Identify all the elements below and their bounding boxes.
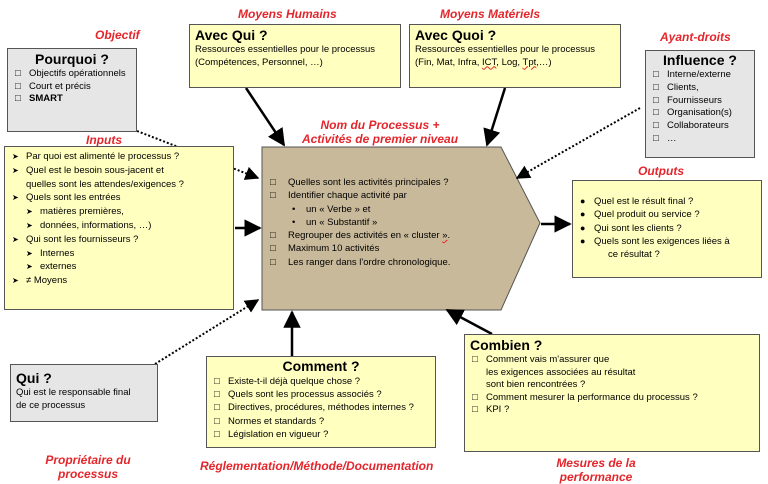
influence-item: Collaborateurs xyxy=(651,120,749,133)
combien-item: Comment mesurer la performance du proces… xyxy=(470,392,754,405)
comment-item: Quels sont les processus associés ? xyxy=(212,388,430,401)
avec-quoi-box: Avec Quoi ? Ressources essentielles pour… xyxy=(409,24,621,88)
label-moyens-humains: Moyens Humains xyxy=(238,7,337,21)
influence-item: … xyxy=(651,133,749,146)
process-item: Les ranger dans l'ordre chronologique. xyxy=(266,256,506,270)
process-item: Maximum 10 activités xyxy=(266,242,506,256)
label-moyens-materiels: Moyens Matériels xyxy=(440,7,541,21)
inputs-item: Quels sont les entrées xyxy=(10,191,228,205)
qui-line: de ce processus xyxy=(16,399,86,411)
label-inputs: Inputs xyxy=(86,133,122,147)
comment-item: Directives, procédures, méthodes interne… xyxy=(212,401,430,414)
label-mesures: Mesures de la performance xyxy=(556,456,636,484)
comment-box: Comment ? Existe-t-il déjà quelque chose… xyxy=(206,356,436,448)
inputs-subitem: Internes xyxy=(10,247,228,261)
inputs-subitem: matières premières, xyxy=(10,205,228,219)
process-activities: Quelles sont les activités principales ?… xyxy=(266,176,506,269)
outputs-box: Quel est le résult final ? Quel produit … xyxy=(572,180,762,278)
pourquoi-item: Court et précis xyxy=(13,81,131,94)
influence-item: Clients, xyxy=(651,82,749,95)
qui-line: Qui est le responsable final xyxy=(16,387,131,398)
influence-item: Organisation(s) xyxy=(651,107,749,120)
inputs-item: Quel est le besoin sous-jacent et xyxy=(10,164,228,178)
avec-qui-line: (Compétences, Personnel, …) xyxy=(195,56,323,68)
label-objectif: Objectif xyxy=(95,28,140,42)
qui-title: Qui ? xyxy=(16,370,52,386)
outputs-item-continuation: ce résultat ? xyxy=(608,249,660,261)
outputs-item: Quel est le résult final ? xyxy=(578,195,756,209)
pourquoi-box: Pourquoi ? Objectifs opérationnels Court… xyxy=(7,48,137,132)
arrow-qui xyxy=(154,299,260,365)
arrow-avec-qui xyxy=(244,87,286,147)
avec-qui-box: Avec Qui ? Ressources essentielles pour … xyxy=(189,24,401,88)
comment-title: Comment ? xyxy=(282,358,360,374)
inputs-box: Par quoi est alimenté le processus ? Que… xyxy=(4,146,234,310)
process-item: Quelles sont les activités principales ? xyxy=(266,176,506,190)
influence-item: Interne/externe xyxy=(651,69,749,82)
influence-box: Influence ? Interne/externe Clients, Fou… xyxy=(645,50,755,158)
label-ayant-droits: Ayant-droits xyxy=(660,30,731,44)
combien-box: Combien ? Comment vais m'assurer que les… xyxy=(464,334,760,452)
label-process-name: Nom du Processus + Activités de premier … xyxy=(301,118,459,146)
arrow-influence xyxy=(515,107,641,179)
combien-item-continuation: les exigences associées au résultat xyxy=(486,366,636,378)
avec-qui-title: Avec Qui ? xyxy=(195,27,268,43)
outputs-item: Qui sont les clients ? xyxy=(578,222,756,236)
inputs-item: Qui sont les fournisseurs ? xyxy=(10,233,228,247)
process-item: Identifier chaque activité par xyxy=(266,189,506,203)
pourquoi-item: Objectifs opérationnels xyxy=(13,68,131,81)
inputs-item-continuation: quelles sont les attendes/exigences ? xyxy=(26,178,184,190)
pourquoi-item: SMART xyxy=(13,93,131,106)
process-subitem: un « Verbe » et xyxy=(266,203,506,217)
label-reglementation: Réglementation/Méthode/Documentation xyxy=(200,459,434,473)
label-proprietaire: Propriétaire du processus xyxy=(45,453,131,481)
influence-title: Influence ? xyxy=(663,52,737,68)
influence-item: Fournisseurs xyxy=(651,95,749,108)
inputs-subitem: données, informations, …) xyxy=(10,219,228,233)
avec-quoi-line: (Fin, Mat, Infra, ICT, Log, Tpt,…) xyxy=(415,56,552,68)
outputs-item: Quels sont les exigences liées à xyxy=(578,235,756,249)
comment-item: Normes et standards ? xyxy=(212,415,430,428)
comment-item: Existe-t-il déjà quelque chose ? xyxy=(212,375,430,388)
arrow-avec-quoi xyxy=(483,87,507,147)
combien-title: Combien ? xyxy=(470,337,543,353)
combien-item: Comment vais m'assurer que xyxy=(470,354,754,367)
avec-quoi-line: Ressources essentielles pour le processu… xyxy=(415,44,596,55)
arrow-combien xyxy=(445,308,493,336)
pourquoi-title: Pourquoi ? xyxy=(35,51,109,67)
combien-item: KPI ? xyxy=(470,404,754,417)
qui-box: Qui ? Qui est le responsable final de ce… xyxy=(10,364,158,422)
outputs-item: Quel produit ou service ? xyxy=(578,208,756,222)
process-subitem: un « Substantif » xyxy=(266,216,506,230)
label-outputs: Outputs xyxy=(638,164,684,178)
avec-quoi-title: Avec Quoi ? xyxy=(415,27,497,43)
inputs-subitem: externes xyxy=(10,260,228,274)
inputs-item: ≠ Moyens xyxy=(10,274,228,288)
comment-item: Législation en vigueur ? xyxy=(212,428,430,441)
process-item: Regrouper des activités en « cluster ». xyxy=(266,229,506,243)
inputs-item: Par quoi est alimenté le processus ? xyxy=(10,150,228,164)
combien-item-continuation: sont bien rencontrées ? xyxy=(486,379,586,391)
avec-qui-line: Ressources essentielles pour le processu… xyxy=(195,44,376,55)
